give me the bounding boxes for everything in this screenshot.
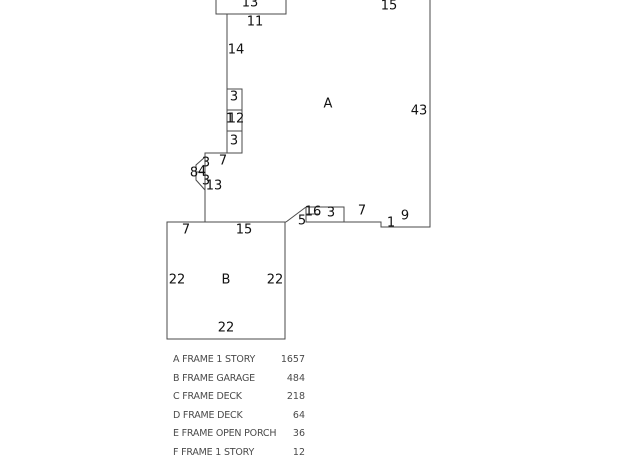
legend-row: B FRAME GARAGE 484 bbox=[173, 371, 313, 390]
legend-value: 484 bbox=[286, 372, 305, 384]
dim-5: 5 bbox=[298, 214, 306, 229]
dim-13: 13 bbox=[206, 179, 223, 194]
legend-row: C FRAME DECK 218 bbox=[173, 389, 313, 408]
dim-9: 9 bbox=[401, 209, 409, 224]
dim-1: 1 bbox=[226, 112, 234, 127]
dim-b-bottom: 22 bbox=[218, 321, 235, 336]
legend-value: 218 bbox=[286, 391, 305, 403]
legend-row: E FRAME OPEN PORCH 36 bbox=[173, 426, 313, 445]
top-box-outline bbox=[215, 0, 287, 15]
dim-3-e: 3 bbox=[327, 206, 335, 221]
area-legend: A FRAME 1 STORY 1657 B FRAME GARAGE 484 … bbox=[173, 352, 313, 460]
legend-row: A FRAME 1 STORY 1657 bbox=[173, 352, 313, 371]
dim-b-right: 22 bbox=[267, 273, 284, 288]
dim-7-left: 7 bbox=[219, 154, 227, 169]
dim-7-right: 7 bbox=[358, 204, 366, 219]
dim-top-box: 13 bbox=[242, 0, 259, 11]
area-label-b: B bbox=[222, 273, 231, 288]
dim-4: 4 bbox=[198, 165, 206, 180]
legend-label: C FRAME DECK bbox=[173, 391, 242, 403]
legend-row: D FRAME DECK 64 bbox=[173, 408, 313, 427]
dim-b-left: 22 bbox=[169, 273, 186, 288]
legend-label: D FRAME DECK bbox=[173, 409, 243, 421]
small-box-outline bbox=[305, 207, 344, 223]
legend-label: F FRAME 1 STORY bbox=[173, 446, 255, 458]
legend-value: 36 bbox=[292, 428, 305, 440]
legend-label: A FRAME 1 STORY bbox=[173, 354, 256, 365]
legend-value: 12 bbox=[292, 446, 305, 458]
dim-3-b: 3 bbox=[230, 134, 238, 149]
dim-16: 16 bbox=[305, 205, 322, 220]
dim-11: 11 bbox=[247, 15, 264, 30]
dim-1-right: 1 bbox=[387, 216, 395, 231]
dim-43: 43 bbox=[411, 104, 428, 119]
dim-b-top-right: 15 bbox=[236, 223, 253, 238]
legend-row: F FRAME 1 STORY 12 bbox=[173, 445, 313, 460]
area-label-a: A bbox=[324, 97, 333, 112]
step-outline bbox=[227, 88, 243, 154]
dim-15-top: 15 bbox=[381, 0, 398, 14]
dim-3-a: 3 bbox=[230, 90, 238, 105]
legend-label: E FRAME OPEN PORCH bbox=[173, 428, 277, 440]
dim-12: 12 bbox=[228, 112, 245, 127]
dim-8: 8 bbox=[190, 166, 198, 181]
legend-value: 64 bbox=[292, 409, 305, 421]
dim-b-top-left: 7 bbox=[182, 223, 190, 238]
dim-3-d: 3 bbox=[202, 174, 210, 189]
dim-3-c: 3 bbox=[202, 156, 210, 171]
dim-14: 14 bbox=[228, 43, 245, 58]
legend-label: B FRAME GARAGE bbox=[173, 372, 255, 384]
legend-value: 1657 bbox=[280, 354, 305, 365]
